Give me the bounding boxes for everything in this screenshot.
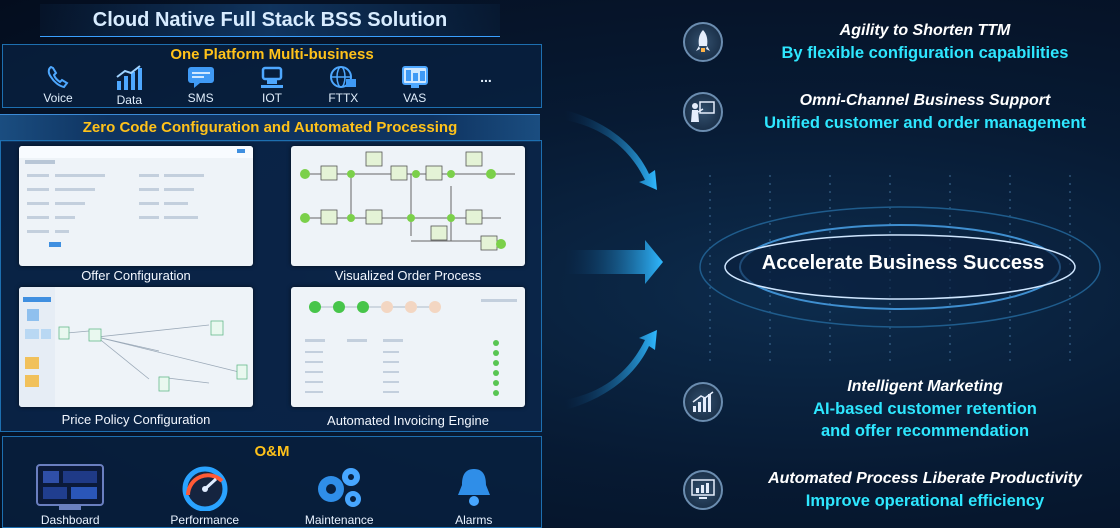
benefit-omni-channel: Omni-Channel Business Support Unified cu… [728,92,1120,133]
accelerate-message: Accelerate Business Success [761,252,1045,274]
benefit-intelligent-marketing: Intelligent Marketing AI-based customer … [730,378,1120,441]
zero-code-header: Zero Code Configuration and Automated Pr… [0,114,540,142]
zero-code-title: Zero Code Configuration and Automated Pr… [82,119,458,136]
benefit-title: Automated Process Liberate Productivity [768,470,1082,487]
page-title: Cloud Native Full Stack BSS Solution [40,4,500,37]
card-label-offer-configuration: Offer Configuration [81,268,191,283]
biz-vas: VAS [390,65,440,107]
gauge-icon [182,466,228,511]
om-label: Dashboard [40,513,100,527]
card-label-price-policy-configuration: Price Policy Configuration [61,412,211,427]
benefit-subtitle: By flexible configuration capabilities [781,44,1069,62]
om-label: Performance [170,513,240,527]
presenter-icon [683,92,723,132]
om-panel: O&M Dashboard Performance Maintenance Al… [2,436,542,528]
om-title: O&M [254,443,290,460]
om-dashboard: Dashboard [15,463,125,527]
globe-icon [330,66,357,88]
zero-code-panel: Offer Configuration Visualiz [0,140,542,432]
benefit-title: Agility to Shorten TTM [839,22,1011,39]
benefit-agility: Agility to Shorten TTM By flexible confi… [730,22,1120,63]
om-label: Maintenance [304,513,374,527]
om-alarms: Alarms [419,463,529,527]
offer-configuration-screenshot [19,146,253,266]
multi-business-title: One Platform Multi-business [170,46,374,63]
biz-label: VAS [403,91,427,105]
center-decoration [699,175,1101,365]
biz-voice: Voice [33,65,83,107]
dashboard-icon [36,464,105,510]
growth-chart-icon [683,382,723,422]
biz-label: FTTX [328,91,359,105]
flow-arrows [565,110,663,410]
benefit-subtitle: AI-based customer retention [813,400,1037,418]
iot-device-icon [260,66,283,88]
order-process-screenshot [291,146,525,266]
benefit-title: Omni-Channel Business Support [799,92,1051,109]
multi-business-panel: One Platform Multi-business Voice Data S… [2,44,542,108]
biz-more: ... [461,65,511,107]
om-label: Alarms [455,513,493,527]
biz-iot: IOT [247,65,297,107]
gears-icon [318,468,362,507]
card-label-visualized-order-process: Visualized Order Process [334,268,482,283]
invoicing-engine-screenshot [291,287,525,407]
biz-label: IOT [261,91,282,105]
biz-label: Voice [43,91,73,105]
vas-screen-icon [401,66,428,88]
benefit-subtitle-line2: and offer recommendation [820,422,1030,440]
phone-icon [47,65,69,89]
card-label-automated-invoicing-engine: Automated Invoicing Engine [327,413,489,428]
biz-data: Data [104,65,154,107]
benefit-automated-process: Automated Process Liberate Productivity … [728,470,1120,511]
price-policy-screenshot [19,287,253,407]
more-icon: ... [480,69,492,85]
biz-fttx: FTTX [318,65,368,107]
bar-chart-icon [116,65,143,90]
bell-icon [457,469,490,506]
benefit-subtitle: Unified customer and order management [764,114,1086,132]
om-maintenance: Maintenance [284,463,394,527]
benefit-title: Intelligent Marketing [847,378,1003,395]
om-performance: Performance [150,463,260,527]
biz-label: SMS [187,91,214,105]
sms-icon [187,67,214,88]
rocket-icon [683,22,723,62]
biz-label: Data [116,93,142,107]
biz-sms: SMS [176,65,226,107]
benefit-subtitle: Improve operational efficiency [805,492,1045,510]
monitor-chart-icon [683,470,723,510]
